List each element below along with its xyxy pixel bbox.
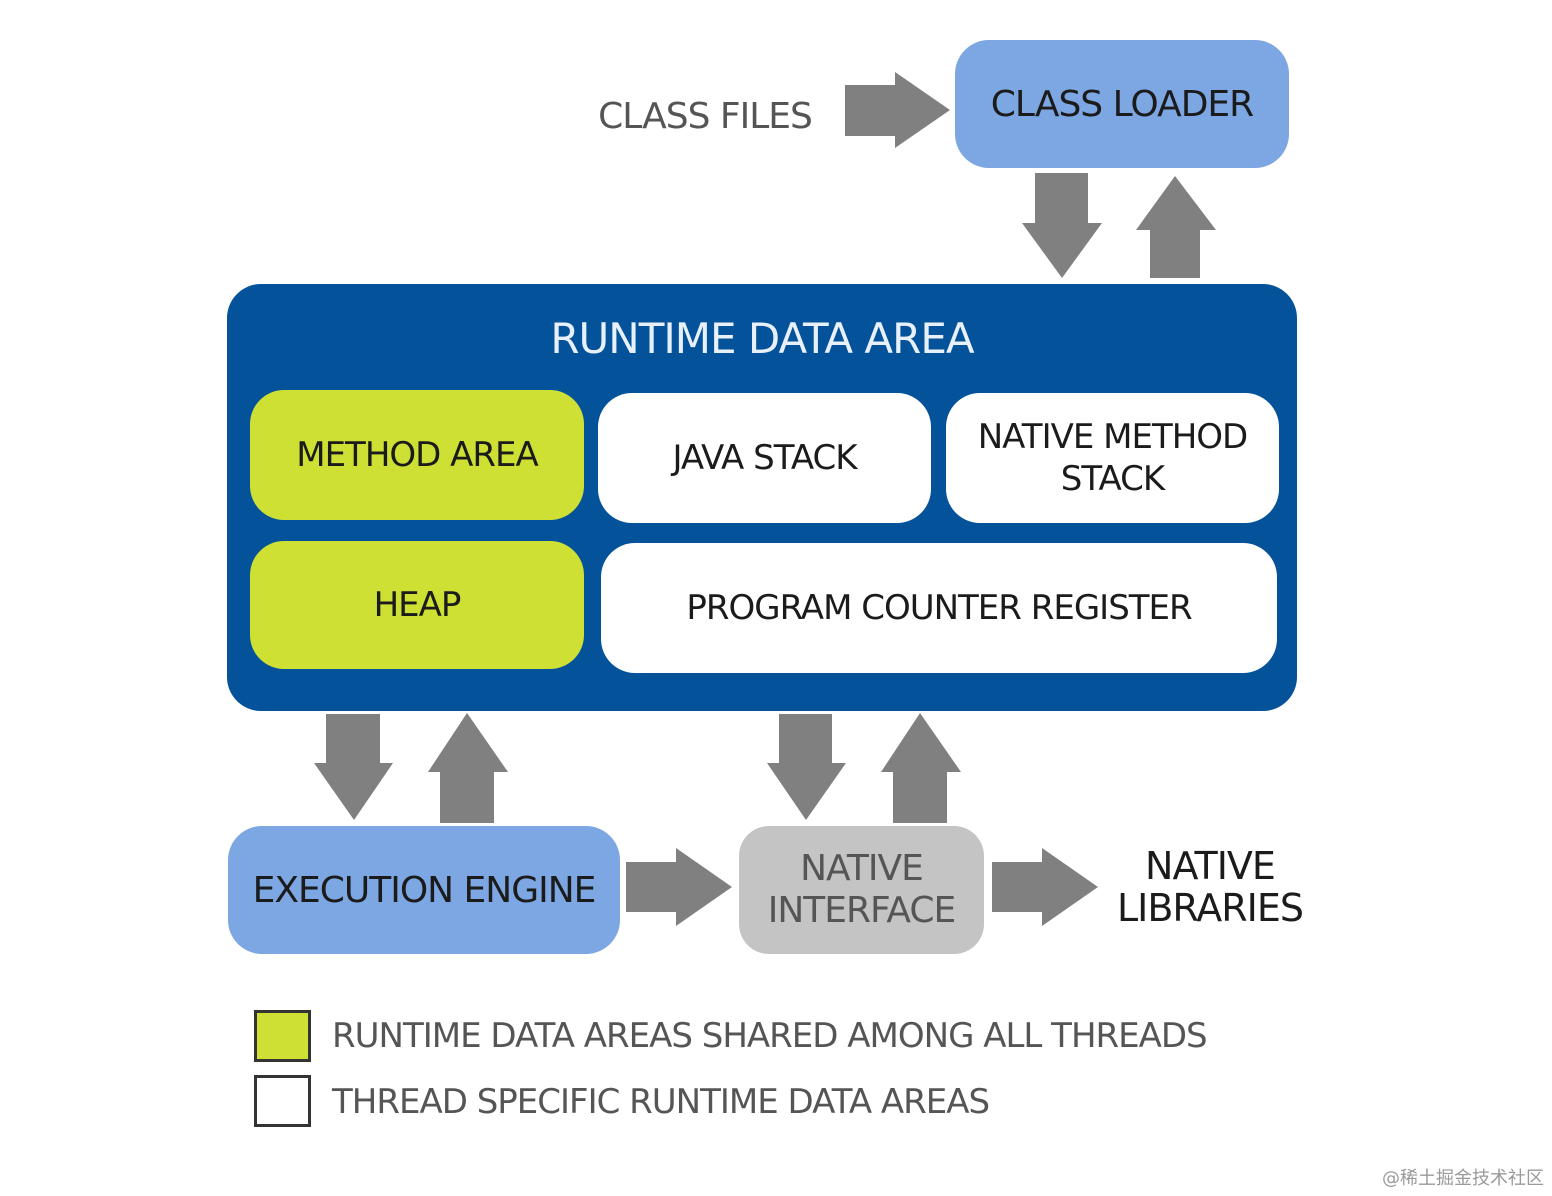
arrow-classfiles-to-classloader [845,72,950,148]
class-loader-label: CLASS LOADER [990,83,1254,125]
watermark: @稀土掘金技术社区 [1382,1168,1544,1189]
program-counter-register-label: PROGRAM COUNTER REGISTER [686,588,1192,628]
program-counter-register-box: PROGRAM COUNTER REGISTER [601,543,1277,673]
heap-label: HEAP [373,585,462,625]
native-libraries-label-line2: LIBRARIES [1116,886,1304,930]
arrow-runtime-to-native-down [767,714,846,820]
legend-shared-swatch [254,1010,311,1062]
native-method-stack-box: NATIVE METHOD STACK [946,393,1279,523]
native-interface-box: NATIVE INTERFACE [739,826,984,954]
arrow-engine-to-runtime-up [428,713,508,823]
arrow-runtime-to-engine-down [314,714,393,820]
heap-box: HEAP [250,541,584,669]
native-libraries-label-line1: NATIVE [1145,844,1276,888]
native-libraries-label: NATIVE LIBRARIES [1105,832,1315,942]
arrow-classloader-up [1136,176,1216,278]
arrow-native-to-libraries-right [992,848,1098,926]
native-method-stack-label-line1: NATIVE METHOD [977,417,1248,457]
java-stack-box: JAVA STACK [598,393,931,523]
native-interface-label-line1: NATIVE [800,848,924,889]
java-stack-label: JAVA STACK [672,438,857,478]
class-files-label: CLASS FILES [598,95,813,137]
method-area-box: METHOD AREA [250,390,584,520]
arrow-native-to-runtime-up [881,713,961,823]
method-area-label: METHOD AREA [296,435,539,475]
legend-thread-label: THREAD SPECIFIC RUNTIME DATA AREAS [332,1082,990,1122]
native-method-stack-label-line2: STACK [1060,459,1165,499]
execution-engine-label: EXECUTION ENGINE [252,869,597,911]
arrow-classloader-down [1022,173,1102,278]
legend-shared-label: RUNTIME DATA AREAS SHARED AMONG ALL THRE… [332,1016,1208,1056]
legend-thread-swatch [254,1075,311,1127]
class-loader-box: CLASS LOADER [955,40,1289,168]
runtime-data-area-title: RUNTIME DATA AREA [550,313,974,363]
arrow-engine-to-native-right [626,848,732,926]
execution-engine-box: EXECUTION ENGINE [228,826,620,954]
native-interface-label-line2: INTERFACE [767,890,957,931]
